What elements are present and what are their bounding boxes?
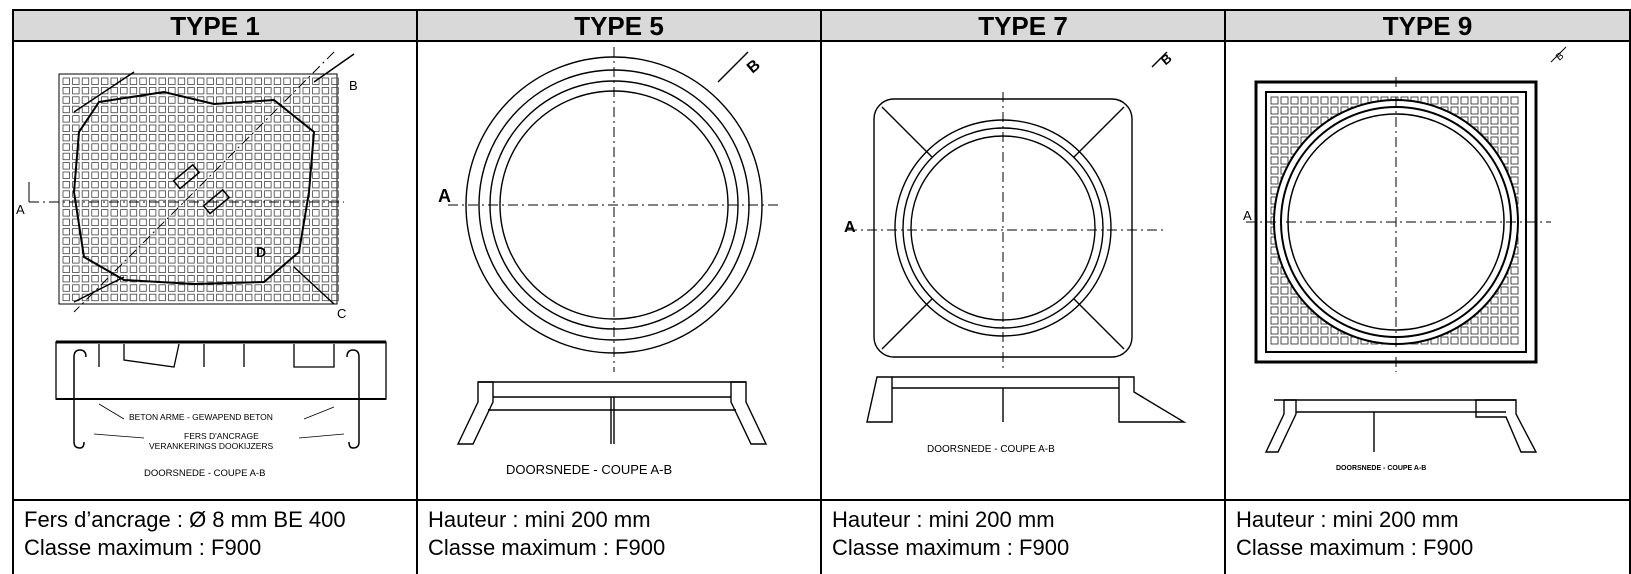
type-7-label-b: B — [1158, 50, 1175, 68]
footer-type-1: Fers d’ancrage : Ø 8 mm BE 400 Classe ma… — [12, 499, 416, 574]
footer-line-2: Classe maximum : F900 — [428, 535, 666, 560]
header-label: TYPE 7 — [978, 11, 1068, 41]
drawing-type-7: A B DOORSNEDE - COUPE A-B — [820, 42, 1224, 499]
type-1-section-label: DOORSNEDE - COUPE A-B — [144, 468, 265, 479]
type-7-drawing-svg: A B DOORSNEDE - COUPE A-B — [844, 50, 1187, 455]
type-7-plan-view — [847, 51, 1168, 372]
type-1-section-view — [55, 340, 387, 449]
footer-line-2: Classe maximum : F900 — [24, 535, 262, 560]
type-1-note-concrete: BETON ARME - GEWAPEND BETON — [129, 412, 273, 422]
type-9-section-label: DOORSNEDE - COUPE A-B — [1336, 465, 1426, 472]
type-9-label-a: A — [1243, 208, 1252, 223]
header-type-7: TYPE 7 — [820, 9, 1224, 42]
type-1-drawing-svg: A B C D BETON ARME - GEWAPEND BETON FERS… — [16, 51, 387, 479]
drawing-type-9: A B DOORSNEDE - COUPE A-B — [1224, 42, 1631, 499]
type-1-note-anchor-1: FERS D'ANCRAGE — [184, 431, 259, 441]
type-9-label-b: B — [1554, 50, 1566, 63]
drawing-type-1: A B C D BETON ARME - GEWAPEND BETON FERS… — [12, 42, 416, 499]
footer-line-1: Hauteur : mini 200 mm — [832, 507, 1055, 532]
type-1-grate-grid — [62, 77, 339, 302]
type-5-label-b: B — [744, 57, 764, 77]
footer-type-5: Hauteur : mini 200 mm Classe maximum : F… — [416, 499, 820, 574]
header-type-9: TYPE 9 — [1224, 9, 1631, 42]
type-1-label-a: A — [16, 202, 25, 217]
type-5-label-a: A — [438, 186, 451, 206]
type-5-plan-view — [448, 47, 780, 372]
type-1-label-d: D — [256, 244, 266, 260]
type-7-section-view — [866, 376, 1187, 423]
footer-line-1: Hauteur : mini 200 mm — [1236, 507, 1459, 532]
drawing-type-5: A B DOORSNEDE - COUPE A-B — [416, 42, 820, 499]
footer-line-1: Fers d’ancrage : Ø 8 mm BE 400 — [24, 507, 346, 532]
type-7-label-a: A — [844, 219, 856, 236]
type-9-plan-view — [1246, 46, 1567, 372]
type-1-inner-frame — [72, 90, 316, 286]
manhole-cover-types-table: TYPE 1 TYPE 5 TYPE 7 TYPE 9 A B C D — [12, 9, 1631, 574]
type-5-section-label: DOORSNEDE - COUPE A-B — [506, 462, 672, 477]
header-label: TYPE 5 — [574, 11, 664, 41]
type-5-drawing-svg: A B DOORSNEDE - COUPE A-B — [438, 47, 780, 477]
footer-line-2: Classe maximum : F900 — [1236, 535, 1474, 560]
header-label: TYPE 1 — [170, 11, 260, 41]
type-7-section-label: DOORSNEDE - COUPE A-B — [927, 444, 1055, 455]
type-1-label-c: C — [337, 306, 346, 321]
type-9-drawing-svg: A B DOORSNEDE - COUPE A-B — [1243, 46, 1567, 472]
footer-line-1: Hauteur : mini 200 mm — [428, 507, 651, 532]
type-9-section-view — [1264, 399, 1538, 453]
header-label: TYPE 9 — [1382, 11, 1473, 41]
footer-type-9: Hauteur : mini 200 mm Classe maximum : F… — [1224, 499, 1631, 574]
header-type-5: TYPE 5 — [416, 9, 820, 42]
type-1-label-b: B — [349, 78, 358, 93]
header-type-1: TYPE 1 — [12, 9, 416, 42]
type-1-note-anchor-2: VERANKERINGS DOOKIJZERS — [149, 441, 274, 451]
footer-type-7: Hauteur : mini 200 mm Classe maximum : F… — [820, 499, 1224, 574]
type-1-grate-outline — [58, 73, 338, 305]
footer-line-2: Classe maximum : F900 — [832, 535, 1070, 560]
type-5-section-view — [456, 381, 768, 445]
